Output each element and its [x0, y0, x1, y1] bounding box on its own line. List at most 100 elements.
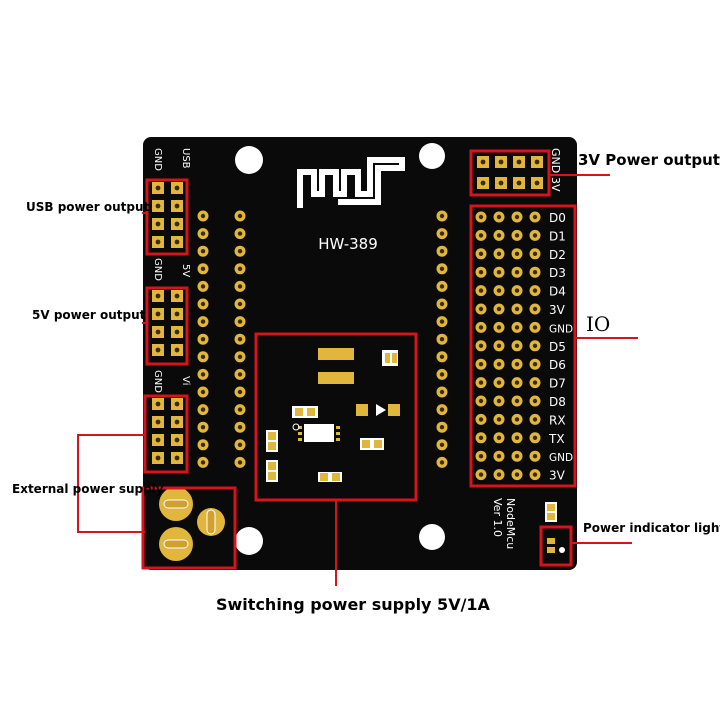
pad-hole	[478, 472, 484, 477]
pad-hole	[478, 362, 484, 367]
pad-hole	[237, 301, 243, 307]
pad-hole	[155, 203, 161, 209]
pad-hole	[532, 343, 538, 348]
pad-hole	[514, 306, 520, 312]
pad-hole	[532, 454, 538, 459]
led-box	[539, 525, 573, 567]
pad-hole	[439, 389, 445, 395]
callout-external-power-supply: External power supply	[12, 482, 164, 496]
pad-hole	[478, 454, 484, 459]
pad-hole	[478, 325, 484, 330]
pad-hole	[480, 159, 486, 165]
pad-hole	[237, 407, 243, 412]
io-pin-label: D6	[549, 358, 566, 372]
pad-hole	[514, 472, 520, 477]
pad-hole	[532, 417, 538, 422]
pad-hole	[532, 380, 538, 385]
pad-hole	[439, 284, 445, 289]
pad-hole	[496, 362, 502, 367]
pad-hole	[514, 454, 520, 459]
callout-leaders	[77, 174, 638, 586]
silk-version: Ver 1.0	[491, 498, 504, 537]
pad-hole	[237, 284, 243, 289]
usb-header-box	[145, 178, 189, 256]
pad-hole	[155, 329, 161, 335]
pad-hole	[439, 337, 445, 342]
io-pin-label: D2	[549, 248, 566, 262]
pad-hole	[237, 231, 243, 236]
silk-power-3v: 3V	[549, 177, 562, 192]
pad-hole	[237, 389, 243, 395]
pad-hole	[514, 417, 520, 422]
pad-hole	[439, 442, 445, 447]
pad-hole	[174, 311, 180, 317]
pad-hole	[514, 214, 520, 220]
pad-hole	[478, 398, 484, 404]
pad-hole	[478, 288, 484, 293]
pad-hole	[514, 343, 520, 348]
pad-hole	[514, 362, 520, 367]
wifi-logo-icon	[297, 157, 405, 208]
pad-hole	[496, 251, 502, 256]
pad-hole	[200, 231, 206, 236]
pad-hole	[534, 159, 540, 165]
silk-vin: Vi	[180, 376, 191, 385]
pad-hole	[532, 288, 538, 293]
pad-hole	[200, 354, 206, 359]
board-model-label: HW-389	[318, 235, 378, 253]
io-pin-label: D8	[549, 395, 566, 409]
pad-hole	[514, 398, 520, 404]
io-pin-label: TX	[548, 432, 565, 446]
pad-hole	[496, 233, 502, 238]
pad-hole	[200, 460, 206, 465]
pad-hole	[200, 301, 206, 307]
pad-hole	[478, 435, 484, 440]
silk-power-gnd: GND	[549, 148, 562, 173]
pad-hole	[200, 442, 206, 447]
pad-hole	[439, 425, 445, 430]
silk-5v: 5V	[180, 264, 191, 277]
pad-hole	[516, 180, 522, 186]
pad-hole	[478, 343, 484, 348]
pad-hole	[478, 270, 484, 275]
io-pin-label: D7	[549, 377, 566, 391]
pad-hole	[514, 435, 520, 440]
pad-hole	[155, 419, 161, 425]
pad-hole	[237, 354, 243, 359]
pad-hole	[496, 214, 502, 220]
pad-hole	[514, 288, 520, 293]
pad-hole	[237, 460, 243, 465]
pad-hole	[174, 347, 180, 353]
pad-hole	[174, 455, 180, 461]
pad-hole	[532, 270, 538, 275]
pad-hole	[200, 389, 206, 395]
pad-hole	[532, 251, 538, 256]
power-indicator-led	[545, 502, 565, 553]
callout-boxes	[141, 149, 577, 570]
pad-hole	[514, 233, 520, 238]
pad-hole	[174, 401, 180, 407]
pad-hole	[174, 437, 180, 443]
pad-hole	[155, 311, 161, 317]
io-header-box	[469, 204, 577, 488]
silk-gnd-vin: GND	[152, 370, 163, 393]
pad-hole	[516, 159, 522, 165]
pad-hole	[237, 337, 243, 342]
pad-hole	[514, 380, 520, 385]
pad-hole	[478, 214, 484, 220]
pad-hole	[174, 239, 180, 245]
pad-hole	[439, 249, 445, 254]
callout-usb-power-output: USB power output	[26, 200, 150, 214]
callout-5v-power-output: 5V power output	[32, 308, 146, 322]
pad-hole	[532, 325, 538, 330]
pad-hole	[439, 372, 445, 377]
pad-hole	[200, 337, 206, 342]
pad-hole	[478, 380, 484, 385]
pad-hole	[496, 398, 502, 404]
pad-hole	[496, 454, 502, 459]
pad-hole	[496, 417, 502, 422]
pad-hole	[439, 407, 445, 412]
io-pin-label: D4	[549, 285, 566, 299]
